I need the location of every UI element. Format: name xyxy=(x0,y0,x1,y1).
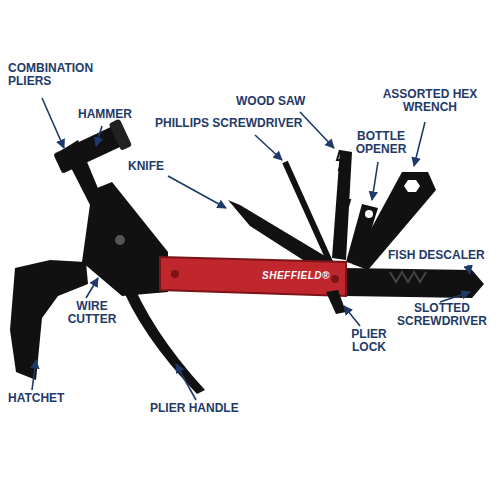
part-label: BOTTLE OPENER xyxy=(345,130,417,157)
part-label: KNIFE xyxy=(128,160,164,173)
leader-line xyxy=(86,278,98,298)
leader-line xyxy=(344,306,360,326)
leader-line xyxy=(96,126,102,146)
part-label: ASSORTED HEX WRENCH xyxy=(380,88,480,115)
hex-hole xyxy=(404,180,420,192)
saw-teeth xyxy=(337,150,350,210)
leader-line xyxy=(42,98,64,148)
leader-line xyxy=(32,360,36,390)
part-label: PLIER HANDLE xyxy=(150,402,239,415)
part-label: WOOD SAW xyxy=(236,95,305,108)
leader-line xyxy=(440,292,470,302)
part-label: HAMMER xyxy=(78,108,132,121)
leader-line xyxy=(255,135,282,160)
rivet xyxy=(331,275,339,283)
pivot xyxy=(115,235,125,245)
plier-lock-lever xyxy=(326,290,346,314)
part-label: PHILLIPS SCREWDRIVER xyxy=(155,117,302,130)
leader-line xyxy=(176,364,196,400)
part-label: COMBINATION PLIERS xyxy=(8,62,108,89)
part-label: FISH DESCALER xyxy=(388,249,485,262)
descaler-teeth xyxy=(390,272,426,282)
leader-line xyxy=(414,122,425,166)
red-handle xyxy=(160,257,346,296)
part-label: WIRE CUTTER xyxy=(62,300,122,327)
brand-name: SHEFFIELD® xyxy=(262,270,330,281)
leader-line xyxy=(300,112,334,148)
opener-notch xyxy=(365,210,373,218)
phillips-blade xyxy=(285,162,330,262)
leader-line xyxy=(468,265,470,274)
leader-line xyxy=(168,176,226,208)
part-label: HATCHET xyxy=(8,392,64,405)
leader-line xyxy=(372,162,378,200)
rivet xyxy=(171,270,179,278)
part-label: SLOTTED SCREWDRIVER xyxy=(392,302,492,329)
part-label: PLIER LOCK xyxy=(338,328,400,355)
saw-blade xyxy=(332,150,352,260)
